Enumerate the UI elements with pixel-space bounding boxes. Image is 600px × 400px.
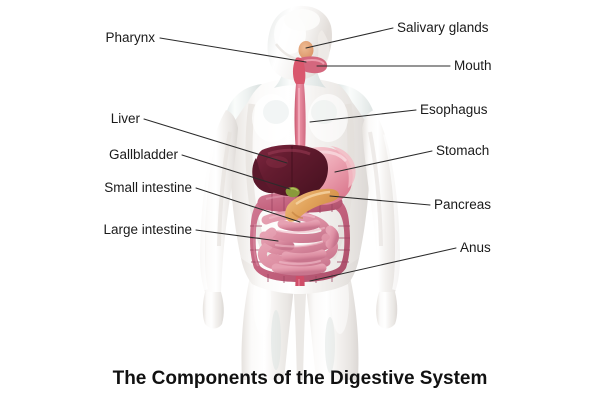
label-pancreas: Pancreas (434, 197, 491, 212)
stomach-fundus (330, 146, 356, 188)
label-gallbladder: Gallbladder (109, 147, 179, 162)
leader-line-large-intestine (195, 229, 279, 242)
liver-sheen (266, 156, 288, 168)
label-mouth: Mouth (454, 58, 492, 73)
pharynx-organ (292, 57, 306, 87)
rectum (295, 276, 305, 286)
pancreas-organ (285, 188, 340, 222)
label-stomach: Stomach (436, 143, 489, 158)
leader-line-gallbladder (181, 154, 291, 190)
leader-lines (143, 27, 457, 282)
leader-line-esophagus (309, 109, 417, 123)
salivary-gland-organ (298, 41, 314, 59)
digestive-organs (250, 41, 356, 286)
figure-title: The Components of the Digestive System (113, 368, 488, 389)
left-arm (200, 110, 238, 292)
right-arm-shadow (368, 131, 383, 247)
left-hand (202, 292, 224, 329)
right-leg-tint (325, 317, 335, 373)
leader-line-salivary-glands (305, 27, 394, 49)
leader-line-small-intestine (195, 187, 301, 223)
left-arm-highlight (198, 133, 217, 291)
label-anus: Anus (460, 240, 491, 255)
label-pharynx: Pharynx (105, 30, 155, 45)
right-chest-tint (311, 100, 337, 124)
pancreas-head-shade (291, 211, 304, 219)
leader-line-pharynx (159, 37, 307, 63)
right-torso-shade (328, 103, 355, 260)
leg-gap-shadow (292, 268, 308, 380)
label-esophagus: Esophagus (420, 102, 488, 117)
leader-line-anus (309, 247, 457, 282)
left-chest-tint (263, 100, 289, 124)
pancreas-highlight (295, 190, 331, 205)
label-liver: Liver (111, 111, 141, 126)
leader-line-stomach (334, 150, 433, 173)
leader-line-pancreas (329, 195, 431, 206)
label-large-intestine: Large intestine (103, 222, 192, 237)
ascending-colon-highlight (253, 223, 259, 267)
liver-right-lobe (252, 158, 274, 194)
left-leg-tint (271, 310, 281, 370)
esophagus-organ (294, 84, 306, 152)
label-small-intestine: Small intestine (104, 180, 192, 195)
right-hand (376, 292, 398, 329)
cranium-highlight (284, 9, 320, 31)
liver-highlight (267, 148, 311, 156)
leader-line-liver (143, 118, 288, 164)
mouth-highlight (303, 59, 325, 65)
label-salivary-glands: Salivary glands (397, 20, 489, 35)
